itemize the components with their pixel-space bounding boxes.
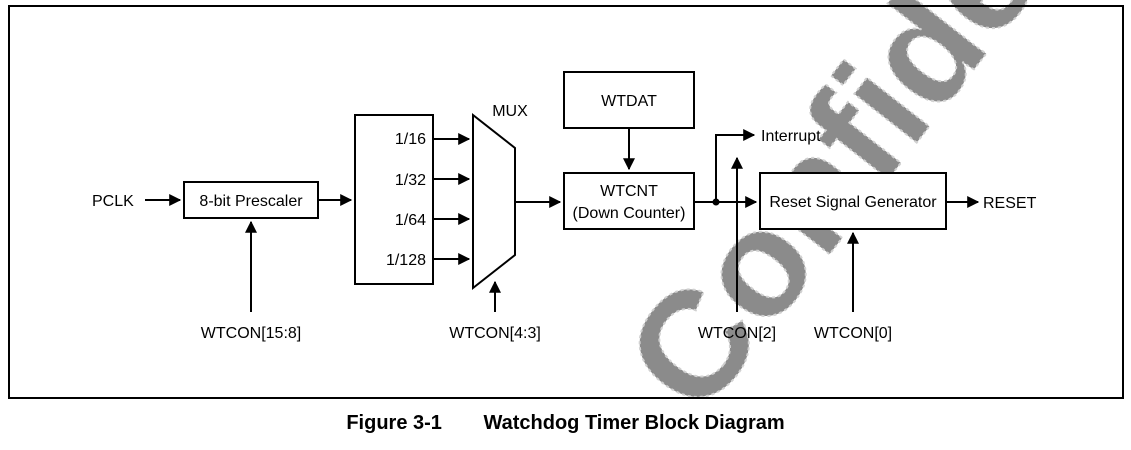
prescaler-control-label: WTCON[15:8] bbox=[201, 325, 301, 342]
prescaler-label: 8-bit Prescaler bbox=[199, 193, 303, 210]
reset-output-label: RESET bbox=[983, 195, 1037, 212]
reset-generator-label: Reset Signal Generator bbox=[769, 194, 937, 211]
figure-title: Watchdog Timer Block Diagram bbox=[483, 412, 785, 434]
interrupt-label: Interrupt bbox=[761, 128, 821, 145]
divider-label: 1/64 bbox=[395, 212, 426, 229]
interrupt-control-label: WTCON[2] bbox=[698, 325, 776, 342]
divider-label: 1/128 bbox=[386, 252, 426, 269]
figure-caption: Figure 3-1 Watchdog Timer Block Diagram bbox=[0, 412, 1131, 435]
wtdat-block bbox=[563, 71, 695, 129]
divider-label: 1/16 bbox=[395, 131, 426, 148]
reset-control-label: WTCON[0] bbox=[814, 325, 892, 342]
wtdat-label: WTDAT bbox=[601, 93, 657, 110]
divider-label: 1/32 bbox=[395, 172, 426, 189]
wtcnt-block bbox=[563, 172, 695, 230]
mux-control-label: WTCON[4:3] bbox=[449, 325, 541, 342]
mux-block bbox=[472, 112, 516, 291]
figure-number: Figure 3-1 bbox=[346, 412, 442, 434]
reset-generator-block bbox=[759, 172, 947, 230]
wtcnt-label: WTCNT bbox=[600, 183, 658, 200]
pclk-label: PCLK bbox=[92, 193, 134, 210]
wtcnt-sublabel: (Down Counter) bbox=[573, 205, 686, 222]
divider-block bbox=[354, 114, 434, 285]
mux-label: MUX bbox=[492, 103, 528, 120]
diagram-frame bbox=[8, 5, 1124, 399]
prescaler-block bbox=[183, 181, 319, 219]
